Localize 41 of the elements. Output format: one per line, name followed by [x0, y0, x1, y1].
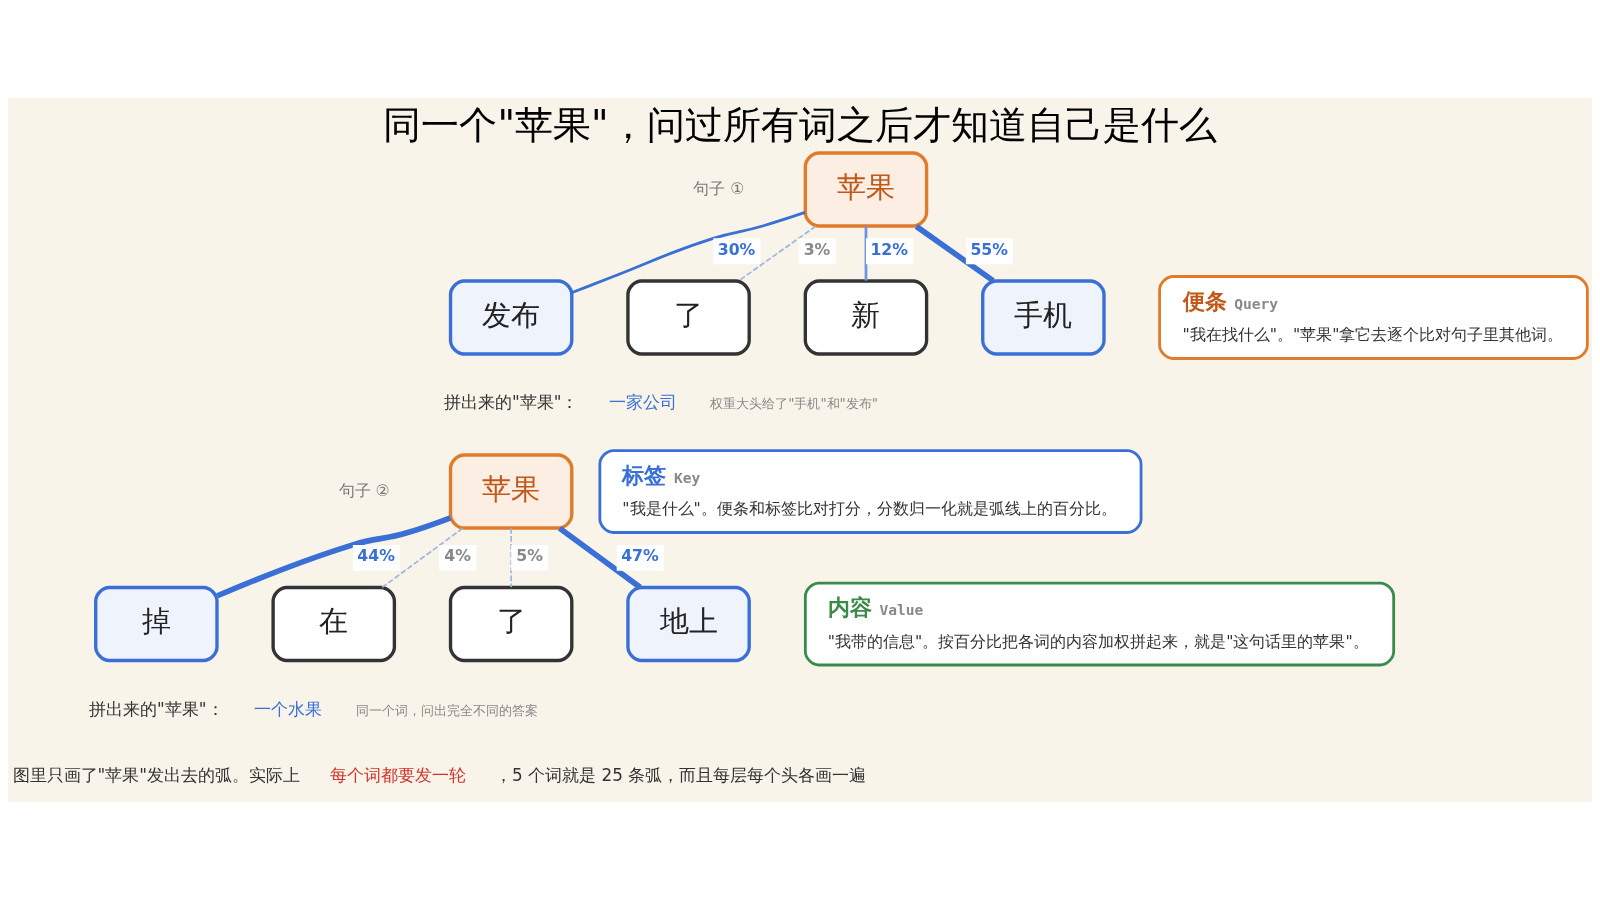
node-box: 新 [803, 279, 929, 356]
node-box: 在 [271, 585, 397, 663]
node-box: 标签 Key "我是什么"。便条和标签比对打分，分数归一化就是弧线上的百分比。 [598, 449, 1143, 534]
edge-label: 44% [357, 546, 395, 566]
label: 每个词都要发一轮 [329, 765, 466, 786]
node-box: 了 [626, 279, 751, 356]
edge-label: 47% [621, 546, 659, 566]
diagram-title: 同一个"苹果"，问过所有词之后才知道自己是什么 [383, 102, 1217, 147]
label: 图里只画了"苹果"发出去的弧。实际上 [12, 765, 301, 786]
label: 一家公司 [608, 392, 677, 413]
node-box: 地上 [626, 585, 751, 663]
connector [381, 527, 464, 589]
edge-label: 55% [970, 239, 1008, 259]
label: 同一个词，问出完全不同的答案 [356, 701, 539, 718]
node-box: 掉 [94, 585, 219, 663]
node-box: 发布 [448, 279, 574, 356]
connector [864, 226, 868, 281]
node-box: 了 [448, 585, 574, 663]
label: 句子 ② [338, 480, 390, 500]
label: 权重大头给了"手机"和"发布" [710, 395, 878, 412]
node-box: 苹果 [448, 453, 574, 530]
label: 拼出来的"苹果"： [89, 698, 224, 719]
edge-label: 12% [870, 239, 909, 259]
node-box: 便条 Query "我在找什么"。"苹果"拿它去逐个比对句子里其他词。 [1158, 275, 1589, 360]
label: 拼出来的"苹果"： [443, 392, 579, 413]
edge-label: 5% [516, 546, 543, 566]
connector [216, 515, 452, 599]
label: 句子 ① [693, 178, 745, 198]
edge-label: 30% [717, 239, 756, 259]
connector [557, 526, 642, 590]
connector [914, 224, 995, 284]
connector [571, 211, 806, 294]
node-box: 手机 [981, 279, 1106, 356]
label: 一个水果 [253, 698, 322, 719]
node-box: 苹果 [803, 151, 929, 228]
edge-label: 3% [803, 239, 831, 259]
connector [737, 225, 817, 282]
edge-label: 4% [444, 546, 472, 566]
label: ，5 个词就是 25 条弧，而且每层每个头各画一遍 [495, 765, 867, 786]
node-box: 内容 Value "我带的信息"。按百分比把各词的内容加权拼起来，就是"这句话里的苹果"。 [803, 581, 1396, 667]
connector [510, 527, 512, 589]
